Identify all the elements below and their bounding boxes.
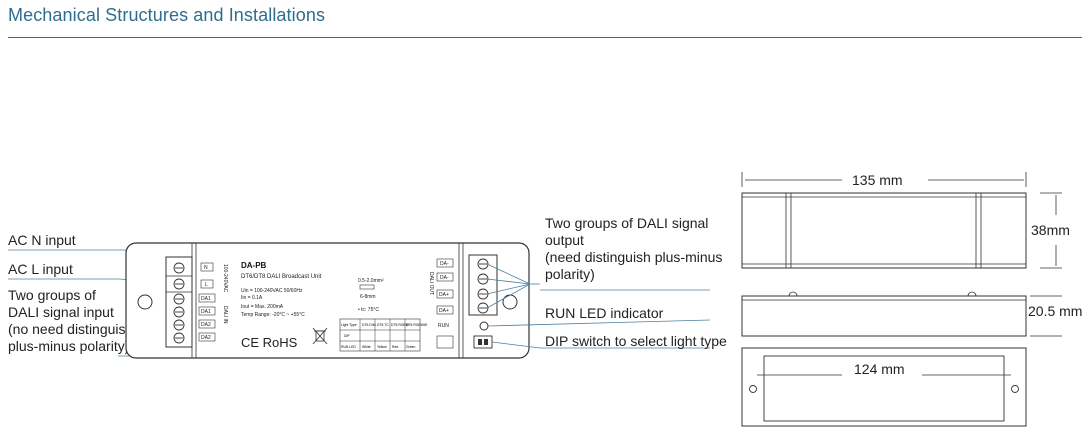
run-led-label: RUN LED indicator [545,305,664,321]
device-top-view: N L DA1 DA1 DA2 DA2 100-240VAC DALI IN D… [125,242,530,359]
table-row1-0: DIP [344,334,350,338]
wire-size: 0.5-2.0mm² [358,278,384,284]
tag-da1a: DA1 [201,296,211,302]
mount-hole-right [502,294,518,310]
dim-mount: 124 mm [854,361,905,377]
dali-in-label-3: (no need distinguish [8,321,133,337]
tag-n: N [204,265,208,271]
table-row2-1: White [362,345,371,349]
tag-da-plus-b: DA+ [439,308,449,314]
table-head-3: DT8 RGBW [391,323,410,327]
dimension-side-view [741,291,1062,337]
dali-in-label-2: DALI signal input [8,304,114,320]
terminal-block-left [165,256,193,348]
tag-da-plus-a: DA+ [439,292,449,298]
table-row2-2: Yellow [377,345,387,349]
strip-length: 6-8mm [360,294,376,300]
terminal-tags-right: DA- DA- DA+ DA+ RUN [436,258,454,349]
device-model: DA-PB [241,261,267,270]
dali-out-label-4: polarity) [545,266,595,282]
side-text-dali-in: DALI IN [222,306,228,324]
tag-da-minus-b: DA- [440,275,449,281]
dip-switch-icon [473,335,493,349]
ac-l-label: AC L input [8,261,73,277]
dali-in-label-4: plus-minus polarity) [8,338,129,354]
spec-temp: Temp Range: -20°C ~ +55°C [241,312,305,318]
ce-rohs-mark: CE RoHS [241,335,298,350]
terminal-tags-left: N L DA1 DA1 DA2 DA2 [198,262,216,342]
terminal-block-right [468,254,498,316]
dimension-top-view [741,172,1062,269]
mount-hole-left [137,294,153,310]
right-leaders [486,263,711,349]
spec-uin: Uin = 100-240VAC 50/60Hz [241,288,303,294]
weee-bin-icon [312,327,328,345]
dim-height: 20.5 mm [1028,303,1082,319]
device-body [125,242,530,359]
tag-da2b: DA2 [201,335,211,341]
dip-mini-icon [436,335,454,349]
side-text-dali-out: DALI OUT [428,272,434,295]
dimension-bottom-view [741,347,1027,427]
side-text-ac: 100-240VAC [222,264,228,293]
tag-da2a: DA2 [201,322,211,328]
dip-switch-label: DIP switch to select light type [545,333,727,349]
table-row2-0: RUN LED [341,345,356,349]
dali-in-label-1: Two groups of [8,287,96,303]
table-head-2: DT8 TC [377,323,389,327]
tag-l: L [205,282,208,288]
table-row2-4: Green [406,345,416,349]
dali-out-label-1: Two groups of DALI signal [545,215,708,231]
dim-length: 135 mm [852,172,903,188]
table-row2-3: Red [392,345,398,349]
ac-n-label: AC N input [8,232,76,248]
dim-width: 38mm [1031,222,1070,238]
spec-iout: Iout = Max. 200mA [241,304,284,310]
tag-da-minus-a: DA- [440,261,449,267]
dali-out-label-2: output [545,232,584,248]
table-head-1: DT6 DIM [362,323,376,327]
spec-iin: Iin = 0.1A [241,295,263,301]
run-text: RUN [438,323,449,329]
strip-gauge-icon [359,284,375,290]
run-led-icon [479,321,489,331]
light-type-table: Light Type DT6 DIM DT8 TC DT8 RGBW DT8 R… [339,318,428,352]
table-head-4: DT8 RGBWW [406,323,428,327]
table-head-0: Light Type [341,323,357,327]
tag-da1b: DA1 [201,309,211,315]
dali-out-label-3: (need distinguish plus-minus [545,249,722,265]
tc-rating: • tc: 75°C [358,307,379,313]
title-rule [8,37,1082,38]
device-subtitle: DT6/DT8 DALI Broadcast Unit [241,274,322,280]
page-title: Mechanical Structures and Installations [8,5,326,25]
